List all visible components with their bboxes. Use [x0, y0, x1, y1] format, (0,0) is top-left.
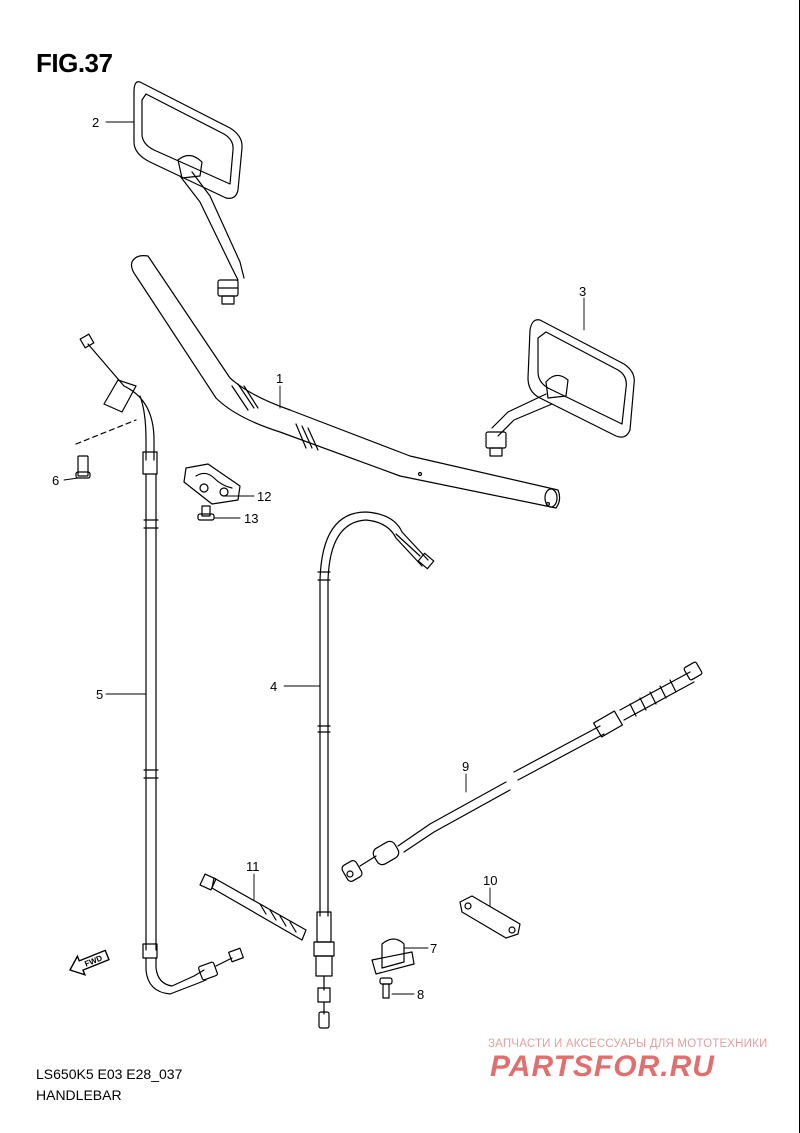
part-6-bolt: [75, 419, 137, 479]
leader-lines: [63, 121, 585, 995]
callout-8: 8: [417, 987, 424, 1002]
part-4-throttle-cable: [313, 511, 435, 1029]
part-1-handlebar: [130, 255, 561, 509]
watermark-subtitle: ЗАПЧАСТИ И АКСЕССУАРЫ ДЛЯ МОТОТЕХНИКИ: [488, 1038, 768, 1050]
part-8-screw: [379, 977, 393, 999]
callout-6: 6: [52, 473, 59, 488]
callout-3: 3: [579, 284, 586, 299]
callout-1: 1: [276, 371, 283, 386]
callout-7: 7: [430, 941, 437, 956]
callout-9: 9: [462, 759, 469, 774]
part-5-clutch-cable: [79, 333, 244, 995]
section-name: HANDLEBAR: [36, 1087, 122, 1103]
fwd-arrow-icon: FWD: [68, 949, 110, 976]
part-9-front-cable: [341, 661, 703, 882]
part-13-screw: [197, 505, 215, 521]
model-code: LS650K5 E03 E28_037: [36, 1066, 183, 1082]
callouts: 2 3 1 6 12 13 4 5 9 11 10 7 8: [52, 115, 586, 1002]
part-3-right-mirror: [485, 319, 635, 457]
part-11-cable-tie: [199, 873, 307, 941]
callout-2: 2: [92, 115, 99, 130]
part-12-clamp-plate: [183, 463, 241, 505]
callout-5: 5: [96, 687, 103, 702]
callout-10: 10: [483, 873, 497, 888]
figure-title: FIG.37: [36, 48, 113, 78]
callout-11: 11: [246, 859, 260, 874]
callout-12: 12: [257, 489, 271, 504]
part-7-holder: [371, 938, 415, 975]
part-10-bracket: [459, 895, 521, 939]
callout-4: 4: [270, 679, 277, 694]
watermark-logo: PARTSFOR.RU: [490, 1050, 715, 1083]
part-2-left-mirror: [133, 81, 245, 305]
callout-13: 13: [244, 511, 258, 526]
